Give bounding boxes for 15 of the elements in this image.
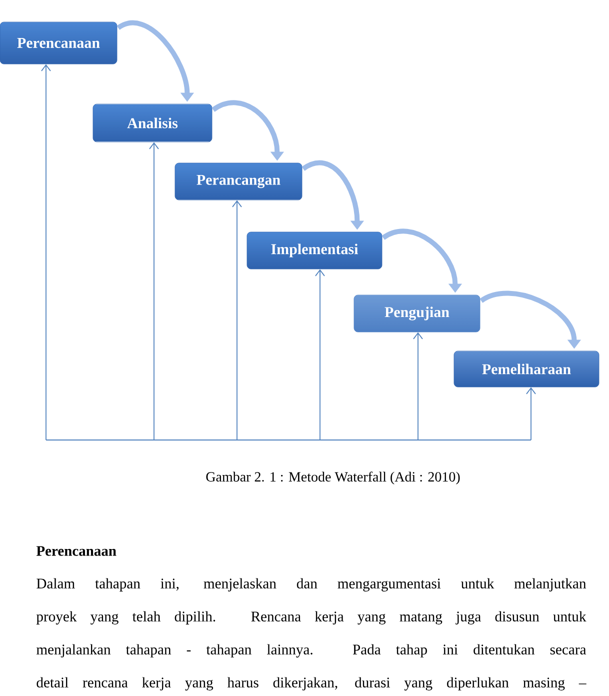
process-box: Analisis — [92, 104, 212, 142]
process-box: Pemeliharaan — [454, 350, 600, 388]
arrow — [526, 387, 536, 440]
arrow — [41, 64, 51, 440]
figure-caption: Gambar 2. 1 : Metode Waterfall (Adi : 2010) — [206, 472, 460, 484]
process-box: Implementasi — [246, 232, 382, 270]
section-heading: Perencanaan — [36, 546, 116, 556]
arrow — [413, 332, 423, 440]
paragraph: Dalam tahapan ini, menjelaskan dan mengargumentasi untuk melanjutkan proyek yang telah dipilih. Rencana kerja yang matang juga disusun untuk menjalankan tahapan - tahapan lainnya. Pada tahap ini ditentukan secara detail rencana kerja yang harus dikerjakan, durasi yang diperlukan masing – — [36, 578, 586, 690]
process-box: Perencanaan — [0, 22, 118, 64]
process-box: Perancangan — [174, 162, 302, 200]
arrow — [232, 200, 242, 440]
arrow — [315, 269, 325, 440]
process-box: Pengujian — [354, 294, 480, 332]
arrow — [149, 142, 159, 440]
